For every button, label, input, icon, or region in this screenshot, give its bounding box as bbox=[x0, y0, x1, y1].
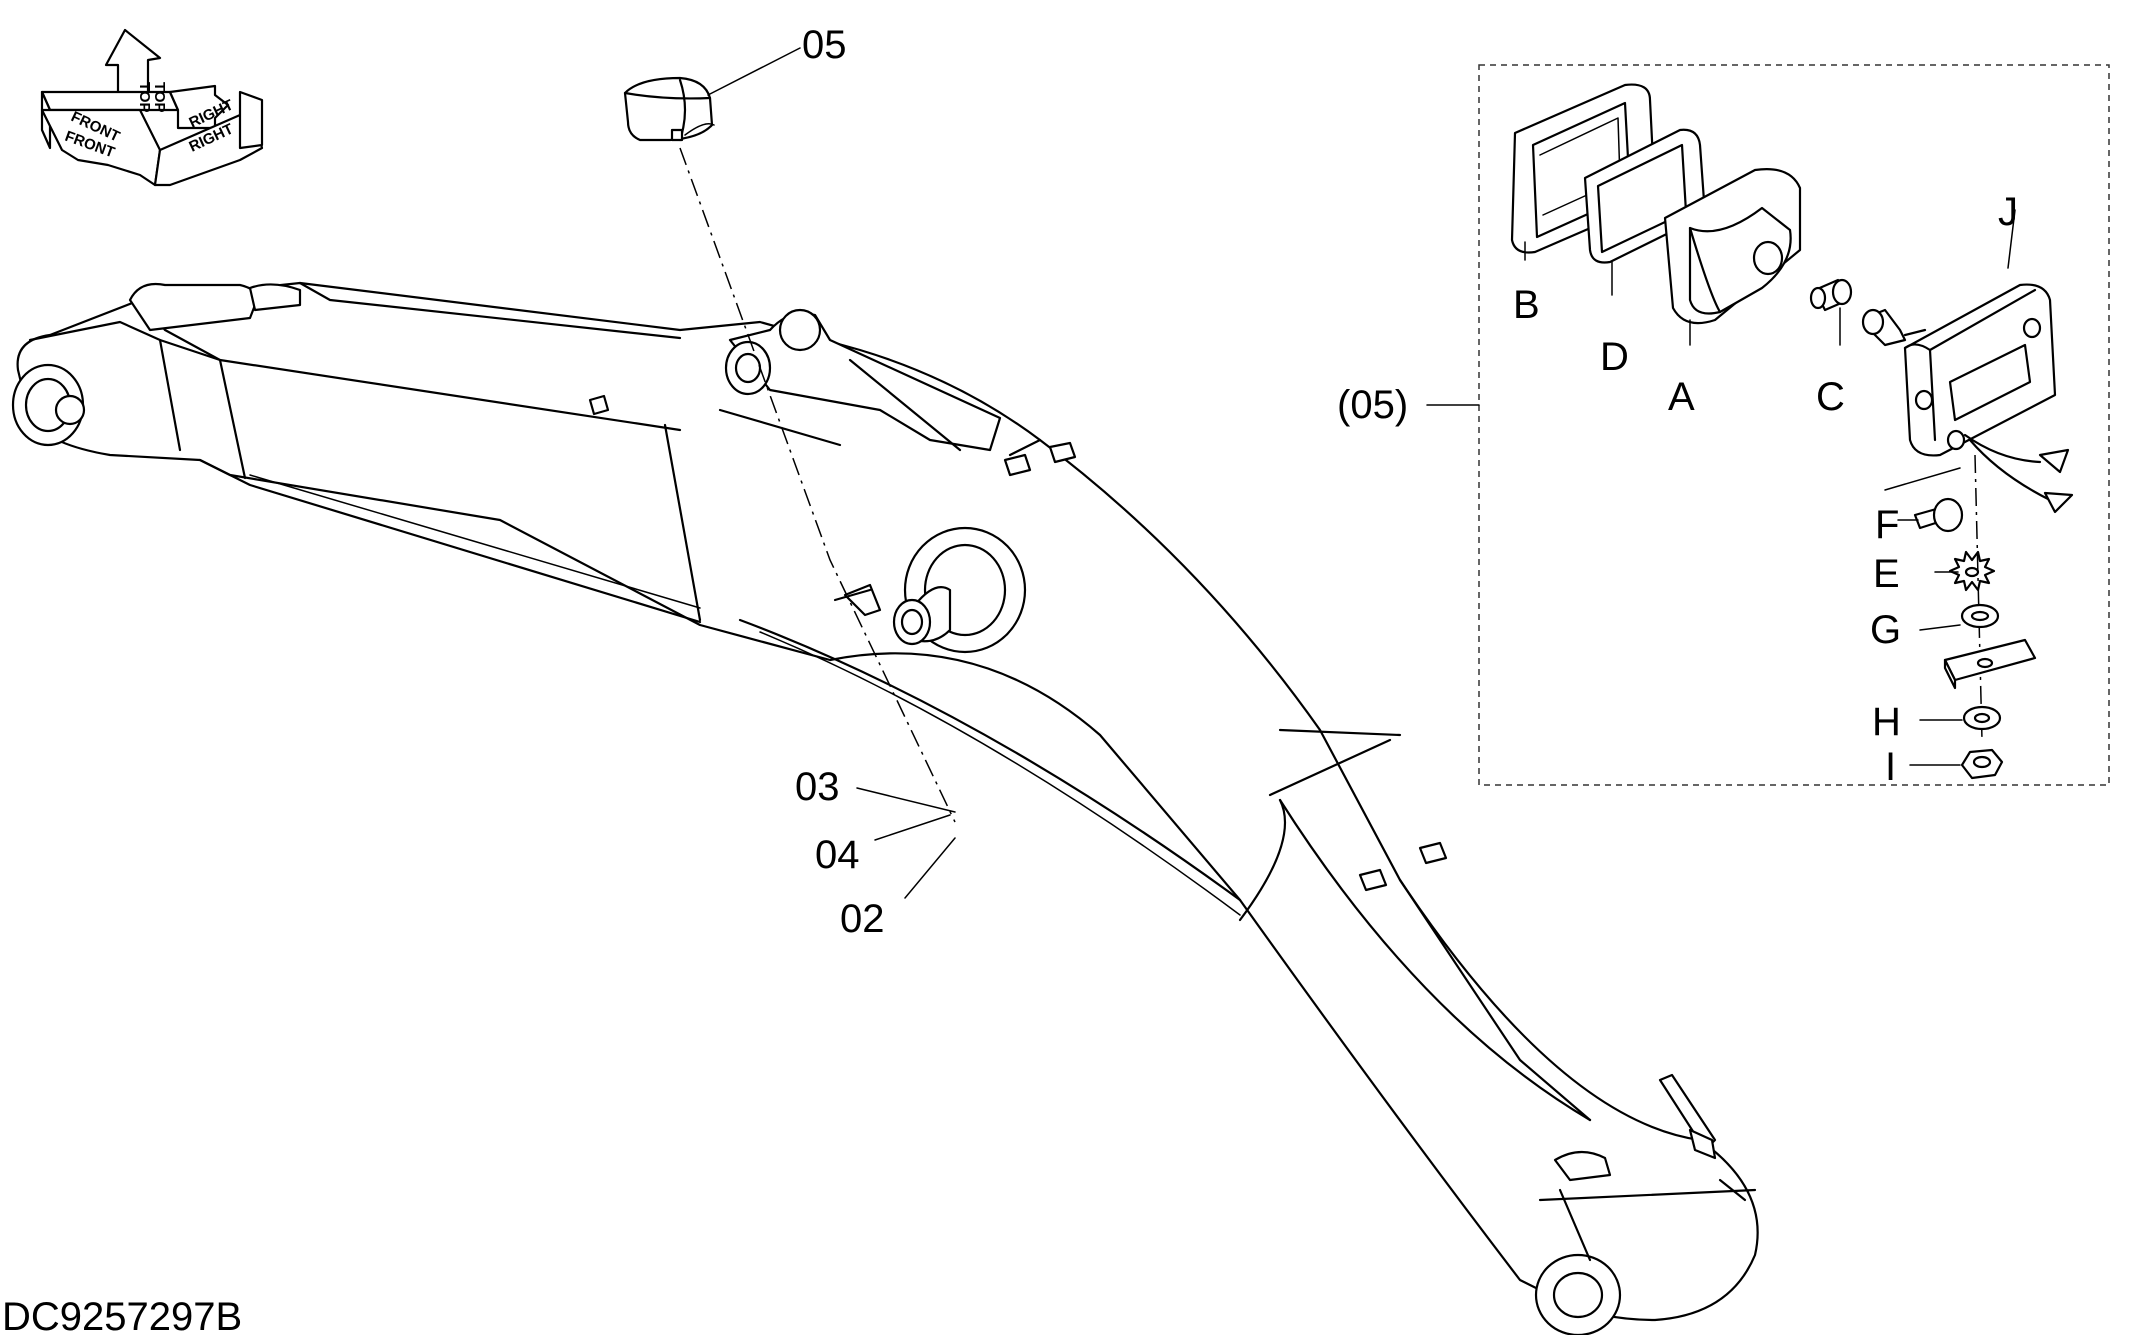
orientation-top-label: TOP bbox=[151, 82, 168, 113]
orientation-top-label-lower: TOP bbox=[136, 82, 153, 113]
callout-02: 02 bbox=[840, 897, 885, 941]
assembly-alignment-line bbox=[679, 147, 956, 823]
callout-05: 05 bbox=[802, 23, 847, 67]
callouts: 05 03 04 02 bbox=[707, 23, 956, 941]
detail-box-border bbox=[1478, 64, 2110, 786]
label-part-j: J bbox=[1998, 190, 2018, 234]
part-f-screw bbox=[1884, 467, 1964, 533]
label-part-a: A bbox=[1668, 375, 1695, 419]
boom-outline bbox=[16, 281, 1759, 1322]
boom-assembly bbox=[11, 281, 1759, 1335]
label-part-g: G bbox=[1870, 608, 1901, 652]
callout-detail-05: (05) bbox=[1337, 383, 1408, 427]
part-h-washer bbox=[1919, 705, 2002, 731]
callout-03: 03 bbox=[795, 765, 840, 809]
label-part-h: H bbox=[1872, 700, 1901, 744]
drawing-id: DC9257297B bbox=[2, 1295, 242, 1335]
label-part-c: C bbox=[1816, 375, 1845, 419]
label-part-d: D bbox=[1600, 335, 1629, 379]
part-g-washer bbox=[1919, 603, 2000, 631]
label-part-e: E bbox=[1873, 552, 1900, 596]
label-part-b: B bbox=[1513, 283, 1540, 327]
detail-box-05: (05) bbox=[1337, 64, 2110, 789]
part-i-nut bbox=[1909, 748, 2004, 780]
light-bracket bbox=[843, 583, 882, 617]
callout-04: 04 bbox=[815, 833, 860, 877]
part-c-bulb bbox=[1809, 278, 1853, 346]
label-part-i: I bbox=[1885, 745, 1896, 789]
work-light-05 bbox=[623, 76, 715, 142]
orientation-indicator: FRONT FRONT TOP TOP RIGHT RIGHT bbox=[40, 28, 264, 187]
part-j-housing bbox=[1903, 209, 2074, 514]
part-e-lock-washer bbox=[1934, 550, 1996, 592]
label-part-f: F bbox=[1875, 503, 1899, 547]
